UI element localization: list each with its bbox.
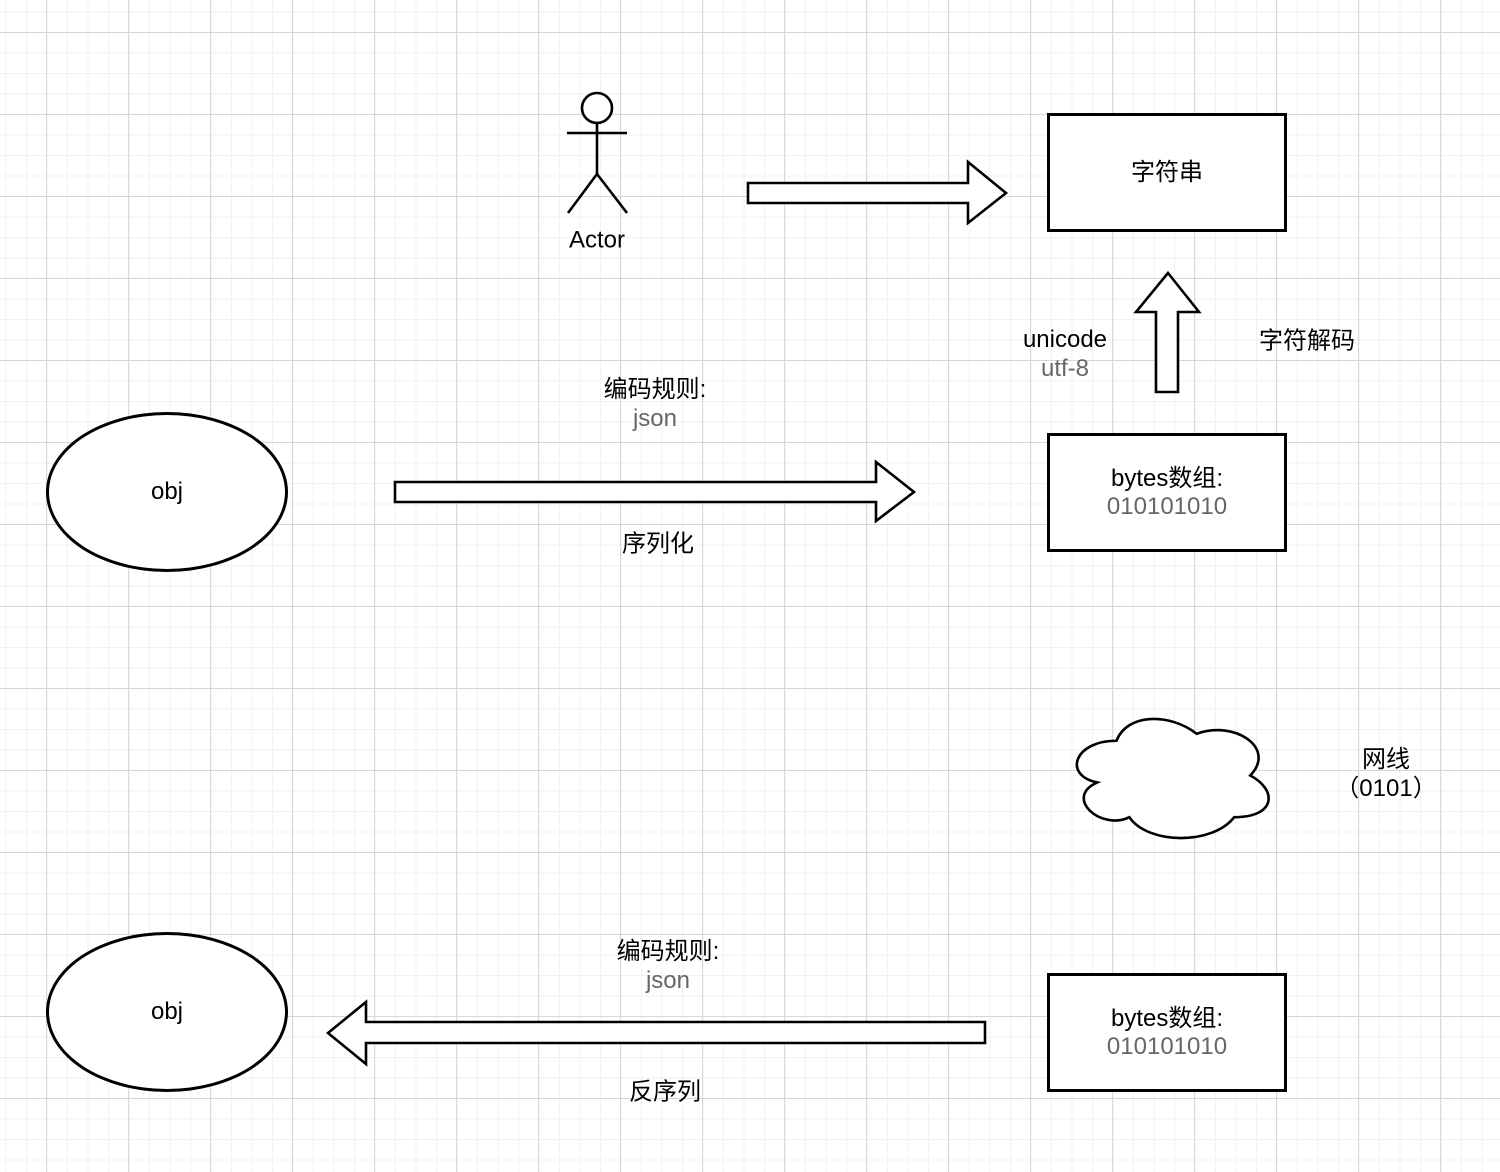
obj-label: obj: [150, 998, 184, 1025]
bytes-array-title: bytes数组:: [1110, 1004, 1224, 1032]
deserialize-rule-title: 编码规则:: [616, 938, 720, 965]
serialize-action-label[interactable]: 序列化: [622, 530, 694, 558]
actor-head: [580, 91, 614, 125]
deserialize-rule-value: json: [645, 967, 691, 994]
actor-label[interactable]: Actor: [568, 226, 626, 254]
serialize-arrow[interactable]: [393, 459, 917, 524]
serialize-rule-label[interactable]: 编码规则: json: [604, 375, 707, 433]
bytes-array-box-bottom[interactable]: bytes数组: 010101010: [1047, 973, 1287, 1092]
decode-arrow[interactable]: [1133, 270, 1202, 394]
serialize-rule-title: 编码规则:: [603, 376, 707, 403]
deserialize-rule-label[interactable]: 编码规则: json: [617, 937, 720, 995]
actor-left-leg: [566, 173, 599, 214]
network-label-line1: 网线: [1361, 746, 1410, 773]
obj-ellipse-top[interactable]: obj: [46, 412, 288, 572]
string-box-label: 字符串: [1131, 158, 1203, 186]
serialize-rule-value: json: [632, 405, 678, 432]
actor-figure[interactable]: [566, 91, 629, 214]
decode-action-label[interactable]: 字符解码: [1259, 327, 1355, 355]
obj-ellipse-bottom[interactable]: obj: [46, 932, 288, 1092]
bytes-array-title: bytes数组:: [1110, 464, 1224, 492]
deserialize-action-label[interactable]: 反序列: [629, 1078, 701, 1106]
network-cloud[interactable]: [1075, 717, 1270, 840]
input-arrow[interactable]: [746, 159, 1009, 226]
network-label-line2: （0101）: [1335, 775, 1437, 802]
bytes-array-box-top[interactable]: bytes数组: 010101010: [1047, 433, 1287, 552]
bytes-array-value: 010101010: [1106, 492, 1228, 520]
actor-right-leg: [595, 173, 629, 214]
obj-label: obj: [150, 478, 184, 505]
decode-encoding-line2: utf-8: [1040, 355, 1090, 382]
deserialize-arrow[interactable]: [325, 999, 987, 1067]
network-label[interactable]: 网线 （0101）: [1335, 745, 1436, 803]
decode-encoding-line1: unicode: [1022, 326, 1108, 353]
decode-encoding-label[interactable]: unicode utf-8: [1023, 325, 1107, 383]
string-box[interactable]: 字符串: [1047, 113, 1287, 232]
bytes-array-value: 010101010: [1106, 1032, 1228, 1060]
